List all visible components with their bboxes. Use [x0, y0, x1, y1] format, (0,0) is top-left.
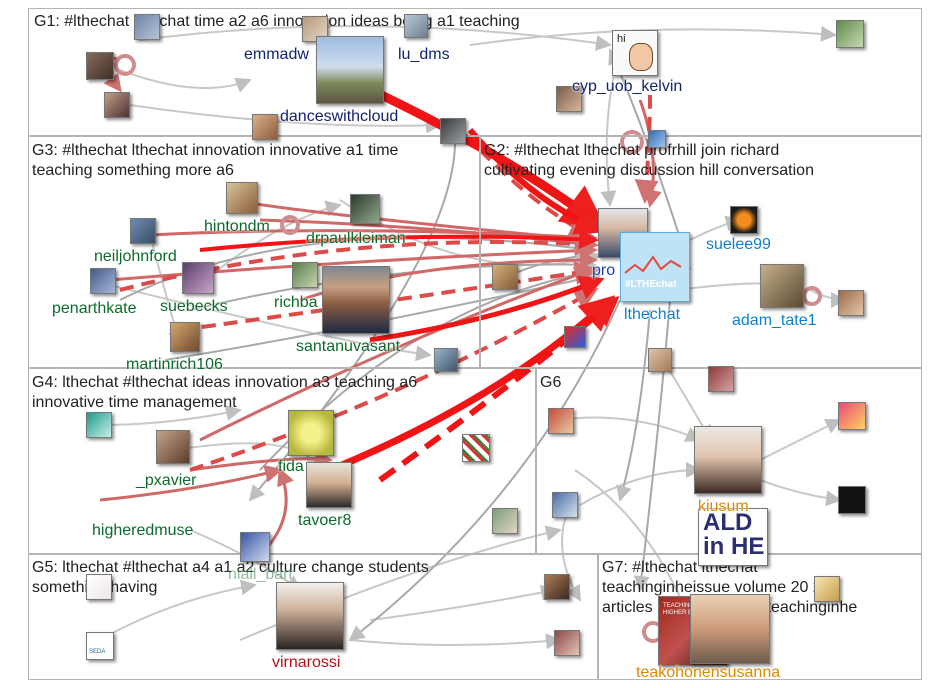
avatar-pxavier[interactable]: [156, 430, 190, 464]
label-higheredmuse: higheredmuse: [92, 522, 194, 539]
avatar-g4-c[interactable]: [492, 508, 518, 534]
lthechat-logo-icon: [624, 255, 682, 274]
label-danceswithcloud: danceswithcloud: [280, 108, 399, 125]
avatar-lu-dms[interactable]: [404, 14, 428, 38]
avatar-g1-g[interactable]: [836, 20, 864, 48]
label-pro: pro: [592, 262, 616, 279]
label-cyp-uob-kelvin: cyp_uob_kelvin: [572, 78, 683, 95]
avatar-santanuvasant[interactable]: [322, 266, 390, 334]
avatar-g7-b[interactable]: [814, 576, 840, 602]
label-emmadw: emmadw: [244, 46, 309, 63]
group-box-g5: [28, 554, 598, 680]
avatar-hintondm[interactable]: [226, 182, 258, 214]
avatar-drpaulkleiman[interactable]: [350, 194, 380, 224]
avatar-g2-a[interactable]: [838, 290, 864, 316]
avatar-cyp-uob-kelvin[interactable]: hi: [612, 30, 658, 76]
label-teakohonensusanna: teakohonensusanna: [636, 664, 781, 681]
avatar-kiusum[interactable]: [694, 426, 762, 494]
label-penarthkate: penarthkate: [52, 300, 137, 317]
group-label-g1: G1: #lthechat lthechat time a2 a6 innova…: [34, 13, 520, 30]
group-label-g2: G2: #lthechat lthechat profrhill join ri…: [484, 142, 814, 179]
avatar-g7-a[interactable]: [690, 594, 770, 664]
avatar-g6-d[interactable]: [838, 486, 866, 514]
avatar-neiljohnford[interactable]: [130, 218, 156, 244]
avatar-suelee99[interactable]: [730, 206, 758, 234]
avatar-danceswithcloud[interactable]: [316, 36, 384, 104]
avatar-richba[interactable]: [292, 262, 318, 288]
avatar-g4-b[interactable]: [462, 434, 490, 462]
avatar-g1-e[interactable]: [440, 118, 466, 144]
avatar-emmadw[interactable]: [302, 16, 328, 42]
label-lu-dms: lu_dms: [398, 46, 450, 63]
avatar-virnarossi[interactable]: [276, 582, 344, 650]
cartoon-face-icon: [629, 43, 653, 71]
avatar-lthechat[interactable]: #LTHEchat: [620, 232, 690, 302]
avatar-martinrich106[interactable]: [170, 322, 200, 352]
seda-logo-text: SEDA: [89, 649, 106, 655]
avatar-g6-a[interactable]: [548, 408, 574, 434]
label-neiljohnford: neiljohnford: [94, 248, 177, 265]
label-tavoer8: tavoer8: [298, 512, 352, 529]
lthechat-logo-text: #LTHEchat: [625, 279, 677, 290]
avatar-g1-c[interactable]: [104, 92, 130, 118]
label-fida: fida: [278, 458, 304, 475]
avatar-g4-a[interactable]: [86, 412, 112, 438]
avatar-adam-tate1[interactable]: [760, 264, 804, 308]
ald-logo-text: ALD in HE: [703, 509, 765, 560]
label-suebecks: suebecks: [160, 298, 228, 315]
group-box-g1: [28, 8, 922, 136]
avatar-g6-b[interactable]: [708, 366, 734, 392]
avatar-g1-d[interactable]: [252, 114, 278, 140]
avatar-penarthkate[interactable]: [90, 268, 116, 294]
avatar-g6-c[interactable]: [838, 402, 866, 430]
label-pxavier: _pxavier: [136, 472, 197, 489]
avatar-g6-e[interactable]: [552, 492, 578, 518]
label-lthechat: lthechat: [624, 306, 681, 323]
label-martinrich106: martinrich106: [126, 356, 223, 373]
avatar-seda[interactable]: SEDA: [86, 632, 114, 660]
label-santanuvasant: santanuvasant: [296, 338, 401, 355]
avatar-niall-barr[interactable]: [240, 532, 270, 562]
avatar-g1-a[interactable]: [134, 14, 160, 40]
label-virnarossi: virnarossi: [272, 654, 341, 671]
avatar-g1-h[interactable]: [648, 130, 666, 148]
avatar-g5-a[interactable]: [86, 574, 112, 600]
group-label-g3: G3: #lthechat lthechat innovation innova…: [32, 142, 399, 179]
group-label-g4: G4: lthechat #lthechat ideas innovation …: [32, 374, 418, 411]
label-niall-barr: niall_barr: [228, 566, 294, 583]
label-drpaulkleiman: drpaulkleiman: [306, 230, 406, 247]
label-richba: richba: [274, 294, 318, 311]
avatar-g2-b[interactable]: [492, 264, 518, 290]
avatar-g1-b[interactable]: [86, 52, 114, 80]
edge-set-strong: [199, 80, 620, 483]
label-adam-tate1: adam_tate1: [732, 312, 817, 329]
group-label-g6: G6: [540, 374, 562, 391]
avatar-fida[interactable]: [288, 410, 334, 456]
label-kiusum: kiusum: [698, 498, 749, 515]
avatar-tavoer8[interactable]: [306, 462, 352, 508]
avatar-g5-b[interactable]: [544, 574, 570, 600]
avatar-ald-in-he[interactable]: ALD in HE: [698, 508, 768, 566]
group-box-g4: [28, 368, 536, 554]
avatar-suebecks[interactable]: [182, 262, 214, 294]
avatar-g3-a[interactable]: [434, 348, 458, 372]
hi-speech-bubble: hi: [617, 33, 626, 45]
group-box-g2: [480, 136, 922, 368]
label-suelee99: suelee99: [706, 236, 771, 253]
avatar-g1-f[interactable]: [556, 86, 582, 112]
avatar-g5-c[interactable]: [554, 630, 580, 656]
label-hintondm: hintondm: [204, 218, 270, 235]
avatar-g2-d[interactable]: [648, 348, 672, 372]
avatar-g2-c[interactable]: [564, 326, 586, 348]
